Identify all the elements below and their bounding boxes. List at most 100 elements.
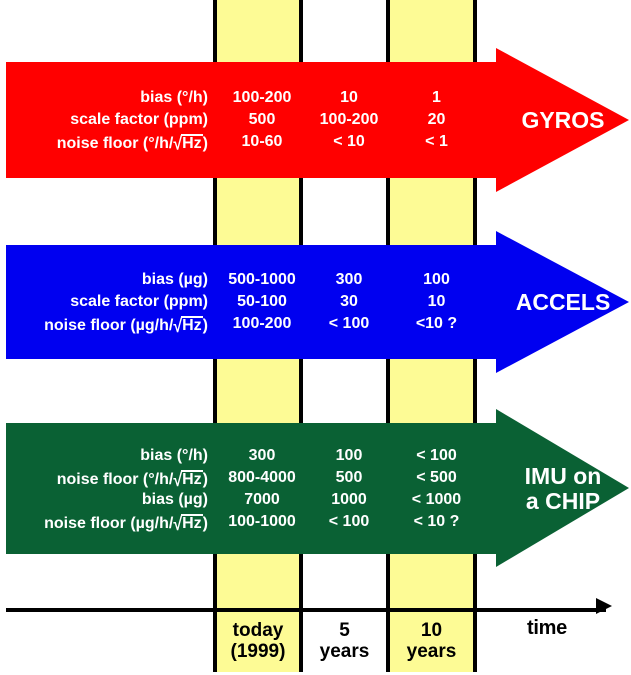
- metric-label-suffix: ): [202, 317, 208, 334]
- radicand: Hz: [181, 513, 203, 532]
- metric-value-today: 50-100: [237, 293, 287, 310]
- metric-line: noise floor (°/h/√Hz) 800-4000 500 < 500: [6, 468, 631, 490]
- metric-label: noise floor (°/h/√Hz): [6, 134, 208, 155]
- arrow-body-gyros: [6, 62, 496, 178]
- metric-line: noise floor (µg/h/√Hz) 100-1000 < 100 < …: [6, 512, 631, 534]
- time-axis-arrow-icon: [596, 598, 612, 614]
- metric-label: noise floor (°/h/√Hz): [6, 469, 208, 490]
- metric-line: bias (µg) 7000 1000 < 1000: [6, 490, 631, 508]
- metric-line: noise floor (µg/h/√Hz) 100-200 < 100 <10…: [6, 315, 631, 337]
- metric-value-10-years: < 1: [425, 133, 448, 150]
- metric-value-5-years: < 10: [333, 133, 365, 150]
- row-content-accels: bias (µg) 500-1000 300 100 scale factor …: [6, 245, 631, 359]
- metric-label-suffix: ): [202, 514, 208, 532]
- metric-value-today: 800-4000: [228, 468, 296, 486]
- axis-tick-line1: 5: [339, 620, 350, 642]
- metric-value-10-years: < 1000: [411, 490, 462, 508]
- metric-value-today: 7000: [244, 490, 280, 508]
- metric-value-today: 500-1000: [228, 271, 296, 288]
- metric-label: bias (°/h): [140, 89, 208, 106]
- metric-value-10-years: < 100: [416, 446, 457, 464]
- metric-label: bias (µg): [141, 490, 208, 508]
- arrow-title-line: GYROS: [521, 106, 605, 133]
- row-content-gyros: bias (°/h) 100-200 10 1 scale factor (pp…: [6, 62, 631, 178]
- sqrt-notation: √Hz: [173, 134, 203, 155]
- metric-value-10-years: < 10 ?: [413, 512, 460, 530]
- metric-value-5-years: 10: [340, 89, 358, 106]
- metric-label-suffix: ): [202, 470, 208, 488]
- metric-value-today: 100-200: [232, 89, 292, 106]
- row-content-imu: bias (°/h) 300 100 < 100 noise floor (°/…: [6, 423, 631, 554]
- axis-tick-line2: (1999): [230, 641, 286, 662]
- axis-rule-1: [213, 612, 217, 672]
- radical-icon: √: [173, 316, 183, 337]
- metric-line: bias (°/h) 100-200 10 1: [6, 90, 631, 106]
- metric-label: bias (µg): [141, 271, 208, 288]
- metric-value-5-years: 30: [340, 293, 358, 310]
- metric-line: scale factor (ppm) 50-100 30 10: [6, 294, 631, 310]
- metric-label: noise floor (µg/h/√Hz): [6, 316, 208, 337]
- metric-label-text: noise floor (µg/h/: [44, 514, 174, 532]
- radical-icon: √: [173, 514, 183, 534]
- axis-tick-line1: today: [232, 620, 284, 642]
- metric-value-10-years: < 500: [416, 468, 457, 486]
- axis-tick-today: today (1999): [217, 612, 299, 672]
- arrow-head-imu: [496, 409, 629, 567]
- metric-value-today: 100-1000: [228, 512, 296, 530]
- axis-tick-line1: 10: [420, 620, 443, 642]
- axis-tick-line2: years: [406, 641, 457, 662]
- metric-label-text: noise floor (°/h/: [56, 135, 174, 152]
- metric-line: bias (°/h) 300 100 < 100: [6, 446, 631, 464]
- time-axis-line: [6, 608, 606, 612]
- arrow-head-accels: [496, 231, 629, 373]
- metric-line: noise floor (°/h/√Hz) 10-60 < 10 < 1: [6, 133, 631, 155]
- metric-value-today: 100-200: [232, 315, 292, 332]
- metric-value-5-years: 100: [335, 446, 363, 464]
- arrow-title-imu: IMU on a CHIP: [503, 423, 623, 554]
- metric-value-today: 300: [248, 446, 276, 464]
- metric-label-text: noise floor (µg/h/: [44, 317, 174, 334]
- metric-value-10-years: 10: [427, 293, 446, 310]
- arrow-title-line: a CHIP: [525, 487, 601, 514]
- metric-line: scale factor (ppm) 500 100-200 20: [6, 112, 631, 128]
- metric-value-10-years: 100: [423, 271, 450, 288]
- arrow-body-imu: [6, 423, 496, 554]
- arrow-title-line: ACCELS: [515, 288, 611, 315]
- radicand: Hz: [181, 316, 203, 334]
- axis-tick-10-years: 10 years: [390, 612, 473, 672]
- metric-value-5-years: < 100: [328, 512, 370, 530]
- metric-line: bias (µg) 500-1000 300 100: [6, 272, 631, 288]
- metric-value-5-years: 500: [335, 468, 363, 486]
- metric-value-today: 10-60: [241, 133, 283, 150]
- metric-label: bias (°/h): [140, 446, 208, 464]
- sqrt-notation: √Hz: [173, 469, 203, 490]
- radical-icon: √: [173, 470, 183, 490]
- arrow-head-gyros: [496, 48, 629, 192]
- arrow-title-line: IMU on: [524, 463, 602, 490]
- radicand: Hz: [181, 469, 203, 488]
- radical-icon: √: [173, 134, 183, 155]
- metric-value-10-years: 1: [432, 89, 441, 106]
- metric-label: scale factor (ppm): [70, 293, 208, 310]
- arrow-title-accels: ACCELS: [503, 245, 623, 359]
- axis-tick-5-years: 5 years: [303, 612, 386, 672]
- metric-value-5-years: 300: [335, 271, 363, 288]
- metric-label: noise floor (µg/h/√Hz): [6, 513, 208, 534]
- arrow-body-accels: [6, 245, 496, 359]
- metric-value-5-years: 1000: [331, 490, 367, 508]
- axis-tick-line2: years: [319, 641, 370, 662]
- sqrt-notation: √Hz: [173, 513, 203, 534]
- metric-value-10-years: <10 ?: [415, 315, 458, 332]
- metric-value-today: 500: [248, 111, 276, 128]
- metric-label-suffix: ): [202, 135, 208, 152]
- metric-label: scale factor (ppm): [70, 111, 208, 128]
- arrow-title-gyros: GYROS: [503, 62, 623, 178]
- metric-value-5-years: 100-200: [319, 111, 379, 128]
- axis-rule-3: [386, 612, 390, 672]
- metric-value-5-years: < 100: [328, 315, 370, 332]
- time-axis-label: time: [527, 617, 567, 639]
- radicand: Hz: [181, 134, 203, 152]
- metric-label-text: noise floor (°/h/: [56, 470, 174, 488]
- axis-rule-4: [473, 612, 477, 672]
